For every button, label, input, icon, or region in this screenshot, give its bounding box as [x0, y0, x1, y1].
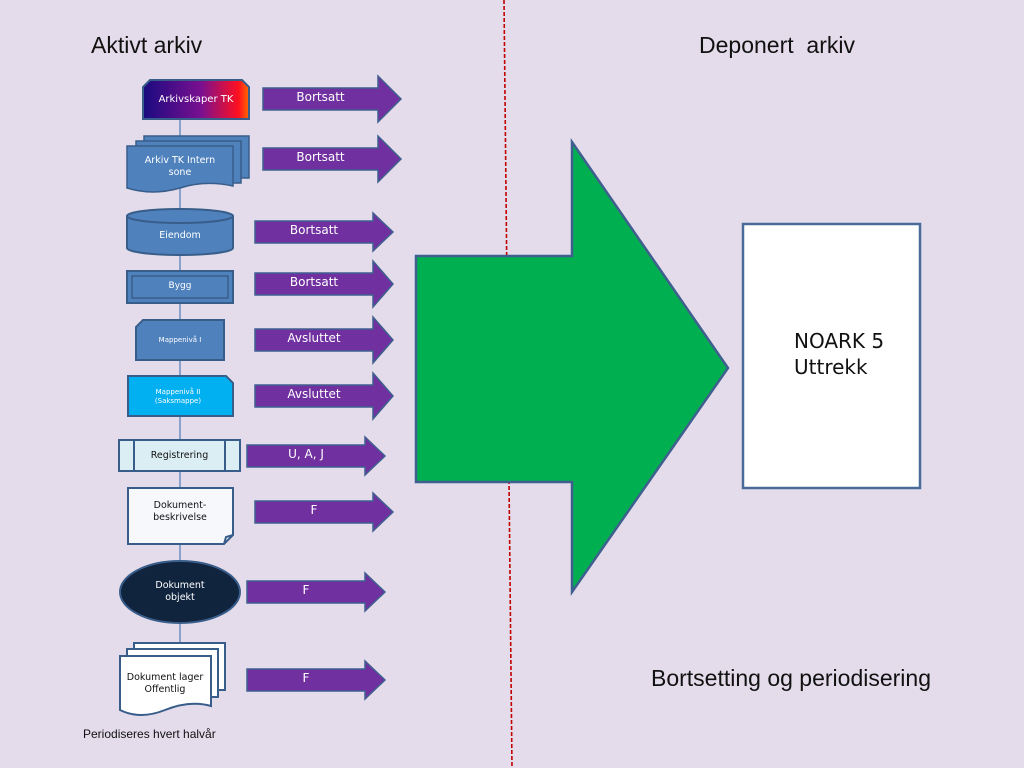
- periodization-caption: Periodiseres hvert halvår: [83, 727, 216, 741]
- status-arrow-label-8: F: [302, 583, 310, 597]
- noark-output-line1: NOARK 5: [794, 329, 885, 353]
- status-arrow-label-2: Bortsatt: [289, 223, 339, 237]
- status-arrow-label-9: F: [302, 671, 310, 685]
- node-eiendom-shape[interactable]: [126, 208, 234, 256]
- heading-deposited-archive: Deponert arkiv: [699, 32, 855, 58]
- status-arrow-6[interactable]: [246, 435, 387, 477]
- status-arrow-label-4: Avsluttet: [287, 331, 341, 345]
- status-arrow-2[interactable]: [254, 211, 395, 253]
- noark-output-text: NOARK 5 Uttrekk: [794, 328, 884, 380]
- status-arrow-1[interactable]: [262, 134, 403, 184]
- node-registrering-shape[interactable]: [118, 439, 241, 472]
- node-label-mappe2: Mappenivå II (Saksmappe): [154, 388, 202, 405]
- status-arrow-label-6: U, A, J: [288, 447, 324, 461]
- node-doklager-shape[interactable]: [119, 642, 226, 716]
- node-mappe2-shape[interactable]: [127, 375, 234, 417]
- status-arrow-7[interactable]: [254, 491, 395, 533]
- status-arrow-3[interactable]: [254, 258, 394, 310]
- status-arrow-0[interactable]: [262, 74, 403, 124]
- status-arrow-label-3: Bortsatt: [289, 275, 339, 289]
- node-label-arkiv-intern: Arkiv TK Intern sone: [144, 155, 216, 178]
- status-arrow-5[interactable]: [254, 370, 394, 422]
- node-arkiv-intern-shape[interactable]: [126, 135, 250, 193]
- node-label-mappe1: Mappenivå I: [158, 335, 202, 344]
- node-label-dokobjekt: Dokument objekt: [155, 580, 205, 603]
- heading-active-archive: Aktivt arkiv: [91, 32, 203, 58]
- footer-title: Bortsetting og periodisering: [651, 665, 931, 691]
- status-arrow-label-7: F: [310, 503, 318, 517]
- node-dokbeskrivelse-shape[interactable]: [127, 487, 234, 545]
- node-label-doklager: Dokument lager Offentlig: [126, 672, 204, 695]
- node-bygg-shape[interactable]: [126, 270, 234, 304]
- node-label-registrering: Registrering: [150, 449, 209, 461]
- status-arrow-label-0: Bortsatt: [296, 90, 345, 104]
- status-arrows: [246, 74, 403, 701]
- status-arrow-label-5: Avsluttet: [287, 387, 341, 401]
- status-arrow-label-1: Bortsatt: [296, 150, 345, 164]
- node-label-arkivskaper: Arkivskaper TK: [158, 93, 234, 105]
- node-label-dokbeskrivelse: Dokument-beskrivelse: [153, 500, 207, 523]
- node-dokobjekt-shape[interactable]: [119, 560, 241, 624]
- deposit-transfer-arrow[interactable]: [414, 137, 730, 596]
- noark-output-line2: Uttrekk: [794, 355, 868, 379]
- noark-output-box[interactable]: [741, 222, 922, 490]
- node-label-eiendom: Eiendom: [159, 230, 201, 242]
- node-mappe1-shape[interactable]: [135, 319, 225, 361]
- status-arrow-8[interactable]: [246, 571, 387, 613]
- node-label-bygg: Bygg: [168, 281, 192, 292]
- node-arkivskaper-shape[interactable]: [142, 79, 250, 120]
- status-arrow-4[interactable]: [254, 314, 394, 366]
- status-arrow-9[interactable]: [246, 659, 387, 701]
